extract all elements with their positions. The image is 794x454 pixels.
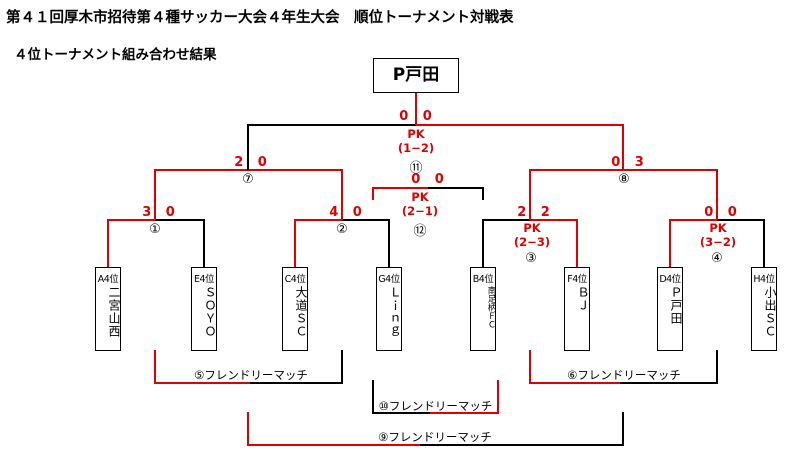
friendly-10-label: ⑩フレンドリーマッチ: [378, 399, 493, 413]
match-2-loser-path: [342, 219, 390, 268]
friendly-6-bracket-right: [620, 350, 718, 384]
match-4-winner-path: [669, 219, 717, 268]
team-seed: H4位: [753, 274, 775, 285]
team-box-h4: H4位 小出ＳＣ: [751, 267, 777, 351]
page-title: 第４１回厚木市招待第４種サッカー大会４年生大会 順位トーナメント対戦表: [6, 10, 514, 26]
team-box-f4: F4位 ＢＪ: [564, 267, 590, 351]
match-3-pk-label: PK: [523, 221, 541, 235]
friendly-10-bracket-right: [430, 380, 499, 414]
team-box-b4: B4位 南足柄ＦＣ: [470, 267, 496, 351]
match-12-pk-score: (2−1): [401, 204, 439, 218]
match-11-left-path: [247, 124, 416, 170]
match-7-loser-path: [248, 169, 343, 220]
team-name: Ｐ戸田: [669, 286, 683, 325]
team-seed: D4位: [659, 274, 681, 285]
match-4-pk-label: PK: [709, 221, 727, 235]
match-7-number: ⑦: [242, 172, 254, 187]
team-name: 大道ＳＣ: [294, 286, 308, 338]
team-box-a4: A4位 二宮山西: [95, 267, 121, 351]
team-seed: G4位: [378, 274, 400, 285]
team-box-d4: D4位 Ｐ戸田: [657, 267, 683, 351]
team-name: Ｌｉｎｇ: [388, 286, 402, 338]
match-1-loser-path: [155, 219, 205, 268]
page-subtitle: ４位トーナメント組み合わせ結果: [14, 47, 217, 63]
friendly-5-bracket: [154, 350, 250, 384]
friendly-9-bracket: [247, 412, 420, 446]
match-4-loser-path: [717, 219, 765, 268]
match-7-winner-path: [154, 169, 248, 220]
team-seed: A4位: [97, 274, 119, 285]
match-12-number: ⑫: [413, 224, 427, 239]
team-seed: B4位: [472, 274, 494, 285]
match-8-winner-path: [529, 169, 623, 220]
match-1-winner-path: [107, 219, 155, 268]
match-4-number: ④: [711, 251, 723, 266]
match-2-score: 4 0: [329, 205, 367, 220]
match-3-winner-path: [530, 219, 578, 268]
match-8-loser-path: [623, 169, 718, 220]
match-4-pk-score: (3−2): [699, 235, 737, 249]
team-name: ＳＯＹＯ: [203, 286, 217, 338]
friendly-6-label: ⑥フレンドリーマッチ: [567, 368, 681, 382]
match-2-winner-path: [294, 219, 342, 268]
match-8-number: ⑧: [618, 172, 630, 187]
match-11-right-path: [416, 124, 624, 170]
friendly-5-bracket-right: [250, 350, 343, 384]
team-seed: F4位: [567, 274, 587, 285]
friendly-9-bracket-right: [420, 412, 624, 446]
match-8-score: 0 3: [611, 155, 649, 170]
match-11-pk-score: (1−2): [397, 141, 435, 155]
champion-box: P戸田: [373, 58, 459, 93]
match-11-score: 0 0: [399, 109, 437, 124]
friendly-5-label: ⑤フレンドリーマッチ: [194, 368, 308, 382]
friendly-9-label: ⑨フレンドリーマッチ: [378, 430, 492, 444]
match-3-loser-path: [482, 219, 530, 268]
match-3-score: 2 2: [517, 205, 555, 220]
match-1-score: 3 0: [142, 205, 180, 220]
match-4-score: 0 0: [704, 205, 742, 220]
team-name: 南足柄ＦＣ: [486, 286, 496, 329]
team-name: 小出ＳＣ: [763, 286, 777, 338]
team-box-e4: E4位 ＳＯＹＯ: [191, 267, 217, 351]
match-11-pk-label: PK: [407, 127, 425, 141]
team-name: ＢＪ: [576, 286, 590, 312]
match-7-score: 2 0: [234, 155, 272, 170]
match-2-number: ②: [336, 222, 348, 237]
match-12-left-path: [372, 187, 428, 200]
team-seed: C4位: [284, 274, 306, 285]
team-name: 二宮山西: [107, 286, 121, 338]
team-box-c4: C4位 大道ＳＣ: [282, 267, 308, 351]
team-seed: E4位: [193, 274, 215, 285]
friendly-10-bracket: [372, 380, 430, 414]
match-3-pk-score: (2−3): [513, 235, 551, 249]
match-3-number: ③: [525, 251, 537, 266]
match-11-number: ⑪: [409, 161, 423, 176]
match-12-score: 0 0: [411, 172, 449, 187]
match-12-right-path: [428, 187, 484, 200]
team-box-g4: G4位 Ｌｉｎｇ: [376, 267, 402, 351]
match-1-number: ①: [149, 222, 161, 237]
friendly-6-bracket: [529, 350, 620, 384]
match-12-pk-label: PK: [411, 190, 429, 204]
